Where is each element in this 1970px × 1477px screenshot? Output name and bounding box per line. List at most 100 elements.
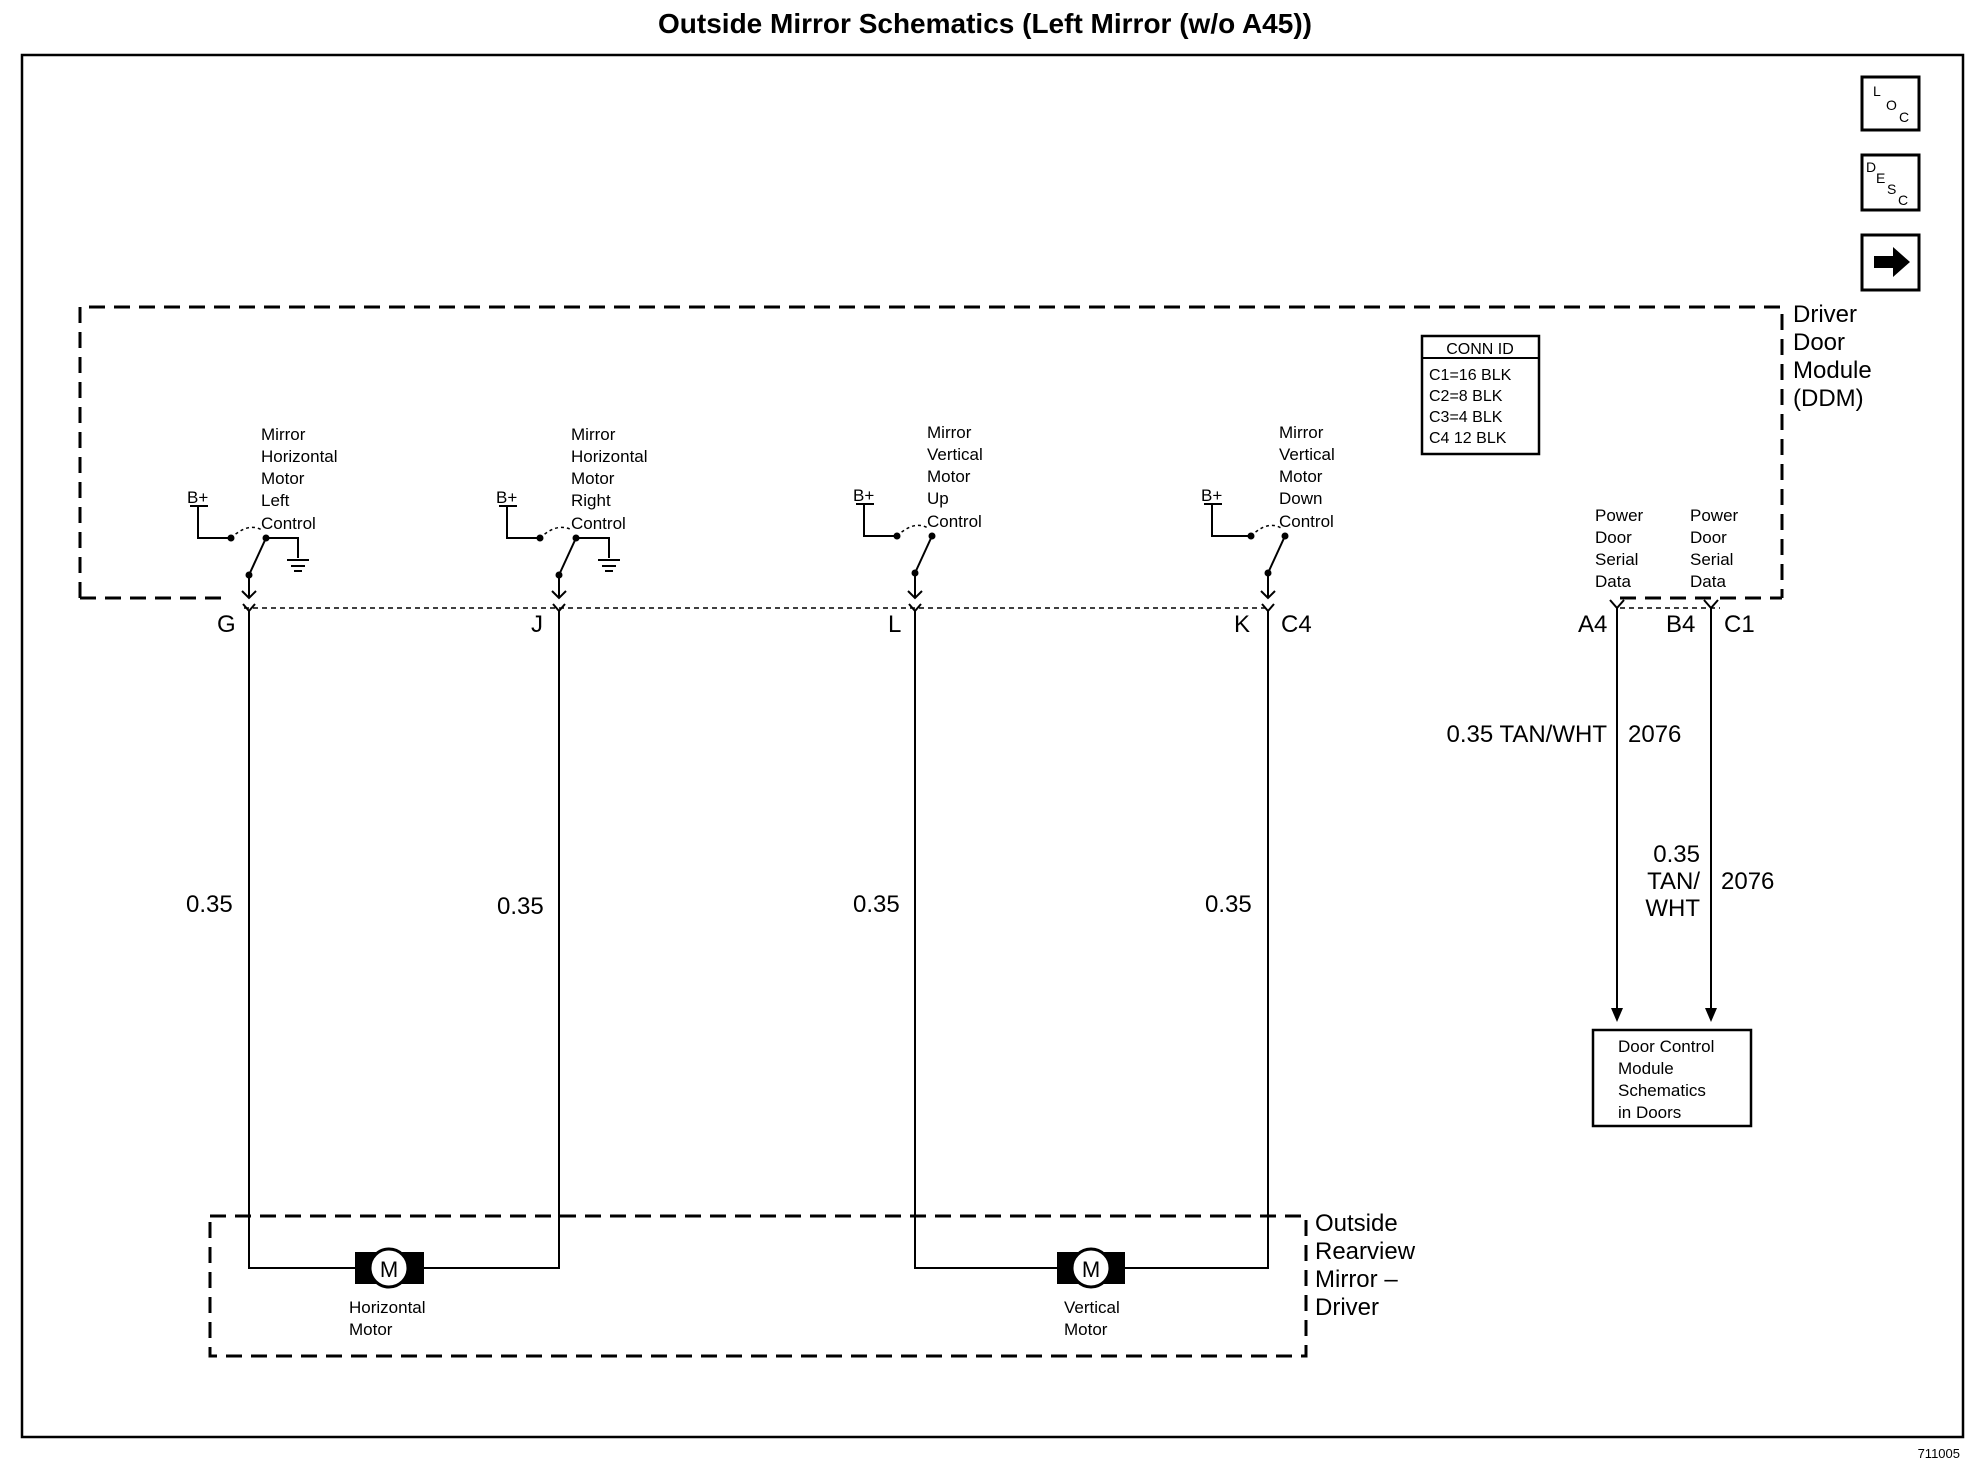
svg-text:Power: Power: [1595, 506, 1644, 525]
svg-text:O: O: [1886, 97, 1897, 113]
svg-text:Mirror: Mirror: [1279, 423, 1324, 442]
svg-text:Control: Control: [571, 514, 626, 533]
svg-text:Vertical: Vertical: [1064, 1298, 1120, 1317]
svg-text:Schematics: Schematics: [1618, 1081, 1706, 1100]
svg-text:Motor: Motor: [1279, 467, 1323, 486]
wire-k: [1125, 611, 1269, 1269]
svg-text:Module: Module: [1793, 357, 1872, 384]
circuit-a4: 2076: [1628, 721, 1681, 748]
conn-id-row: C3=4 BLK: [1429, 409, 1503, 426]
pin-l: L: [888, 611, 901, 638]
svg-text:TAN/: TAN/: [1647, 868, 1700, 895]
page-title: Outside Mirror Schematics (Left Mirror (…: [658, 8, 1312, 39]
svg-text:Motor: Motor: [349, 1320, 393, 1339]
wire-g: [248, 611, 355, 1269]
mirror-label: Outside Rearview Mirror – Driver: [1315, 1210, 1416, 1321]
figure-number: 711005: [1918, 1446, 1960, 1461]
wire-color-b4: 0.35 TAN/ WHT: [1645, 841, 1700, 922]
svg-text:Power: Power: [1690, 506, 1739, 525]
b-plus-label: B+: [496, 488, 517, 507]
svg-text:Control: Control: [927, 512, 982, 531]
svg-text:Motor: Motor: [927, 467, 971, 486]
pin-k: K: [1234, 611, 1250, 638]
door-control-module-link[interactable]: Door Control Module Schematics in Doors: [1591, 1028, 1753, 1128]
svg-text:C: C: [1898, 192, 1908, 208]
pin-b4: B4: [1666, 611, 1695, 638]
svg-text:Data: Data: [1595, 572, 1631, 591]
switch-horizontal-right: Mirror Horizontal Motor Right Control B+: [496, 425, 648, 613]
motor-symbol: M: [1082, 1257, 1100, 1282]
switch-vertical-up: Mirror Vertical Motor Up Control B+: [853, 423, 983, 613]
ddm-boundary: [78, 305, 1784, 598]
b-plus-label: B+: [1201, 486, 1222, 505]
svg-text:Horizontal: Horizontal: [261, 447, 338, 466]
svg-text:Motor: Motor: [261, 469, 305, 488]
vertical-motor: M Vertical Motor: [1057, 1247, 1125, 1339]
conn-id-row: C1=16 BLK: [1429, 367, 1512, 384]
serial-data-label-b4: Power Door Serial Data: [1690, 506, 1739, 591]
page-frame: [20, 53, 1965, 1439]
svg-text:Serial: Serial: [1595, 550, 1638, 569]
conn-id-header: CONN ID: [1446, 341, 1514, 358]
conn-id-table: CONN ID C1=16 BLK C2=8 BLK C3=4 BLK C4 1…: [1420, 334, 1541, 456]
svg-text:Mirror: Mirror: [571, 425, 616, 444]
ddm-label: Driver Door Module (DDM): [1793, 301, 1872, 412]
pin-g: G: [217, 611, 236, 638]
svg-text:Vertical: Vertical: [1279, 445, 1335, 464]
wire-j: [424, 611, 560, 1269]
motor-symbol: M: [380, 1257, 398, 1282]
svg-text:(DDM): (DDM): [1793, 385, 1864, 412]
svg-text:Door: Door: [1690, 528, 1727, 547]
svg-text:Motor: Motor: [1064, 1320, 1108, 1339]
svg-text:Down: Down: [1279, 489, 1322, 508]
svg-text:Mirror: Mirror: [927, 423, 972, 442]
svg-text:Up: Up: [927, 489, 949, 508]
loc-icon[interactable]: L O C: [1860, 75, 1921, 132]
svg-text:Outside: Outside: [1315, 1210, 1398, 1237]
circuit-b4: 2076: [1721, 868, 1774, 895]
wire-l: [914, 611, 1057, 1269]
svg-text:Door: Door: [1793, 329, 1845, 356]
connector-c4-label: C4: [1281, 611, 1312, 638]
pin-a4: A4: [1578, 611, 1607, 638]
switch-vertical-down: Mirror Vertical Motor Down Control B+: [1201, 423, 1335, 613]
svg-text:Door Control: Door Control: [1618, 1037, 1714, 1056]
mirror-boundary: [208, 1214, 1308, 1358]
svg-text:Rearview: Rearview: [1315, 1238, 1416, 1265]
svg-text:Motor: Motor: [571, 469, 615, 488]
svg-text:Mirror –: Mirror –: [1315, 1266, 1398, 1293]
svg-text:WHT: WHT: [1645, 895, 1700, 922]
serial-data-label-a4: Power Door Serial Data: [1595, 506, 1644, 591]
svg-text:Mirror: Mirror: [261, 425, 306, 444]
svg-text:0.35: 0.35: [1653, 841, 1700, 868]
desc-icon[interactable]: D E S C: [1860, 153, 1921, 212]
wire-color-a4: 0.35 TAN/WHT: [1447, 721, 1608, 748]
svg-text:Door: Door: [1595, 528, 1632, 547]
conn-id-row: C2=8 BLK: [1429, 388, 1503, 405]
horizontal-motor: M Horizontal Motor: [349, 1247, 426, 1339]
svg-text:Vertical: Vertical: [927, 445, 983, 464]
wire-size-g: 0.35: [186, 891, 233, 918]
conn-id-row: C4 12 BLK: [1429, 430, 1507, 447]
wire-size-k: 0.35: [1205, 891, 1252, 918]
svg-text:Module: Module: [1618, 1059, 1674, 1078]
pin-j: J: [531, 611, 543, 638]
b-plus-label: B+: [187, 488, 208, 507]
switch-horizontal-left: Mirror Horizontal Motor Left Control B+: [187, 425, 338, 613]
svg-text:Data: Data: [1690, 572, 1726, 591]
svg-text:Horizontal: Horizontal: [349, 1298, 426, 1317]
svg-text:L: L: [1873, 83, 1881, 99]
svg-text:Control: Control: [1279, 512, 1334, 531]
arrow-right-icon[interactable]: [1860, 233, 1921, 292]
b-plus-label: B+: [853, 486, 874, 505]
wire-size-j: 0.35: [497, 893, 544, 920]
connector-c1-label: C1: [1724, 611, 1755, 638]
svg-text:Right: Right: [571, 491, 611, 510]
svg-text:Driver: Driver: [1315, 1294, 1379, 1321]
svg-text:S: S: [1887, 181, 1896, 197]
wire-size-l: 0.35: [853, 891, 900, 918]
svg-text:Driver: Driver: [1793, 301, 1857, 328]
svg-text:Horizontal: Horizontal: [571, 447, 648, 466]
